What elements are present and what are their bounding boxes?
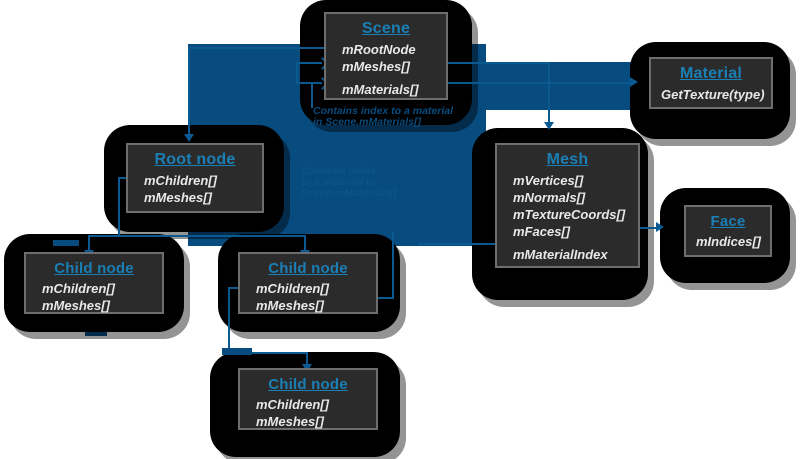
arrow-to-mesh xyxy=(544,122,554,130)
connector-mesh-drop xyxy=(548,62,550,124)
connector-into-mmaterials xyxy=(296,82,322,84)
connector-materialindex-riser xyxy=(311,84,313,108)
node-scene-field-0: mRootNode xyxy=(342,42,416,57)
connector-mmeshes-riser xyxy=(296,62,298,84)
connector-rootnode-children-v xyxy=(118,177,120,237)
node-child-node-left[interactable]: Child node mChildren[] mMeshes[] xyxy=(24,252,164,314)
node-face[interactable]: Face mIndices[] xyxy=(684,205,772,257)
node-material-title: Material xyxy=(679,65,743,82)
connector-stub-lower xyxy=(222,348,252,355)
connector-middle-children-v xyxy=(228,287,230,354)
ghost-annotation-line-3: Scene.mMaterials[] xyxy=(301,187,397,199)
connector-rootnode-drop xyxy=(188,115,190,137)
node-mesh-field-1: mNormals[] xyxy=(513,190,586,205)
arrow-to-material xyxy=(630,77,638,87)
node-root-node-title: Root node xyxy=(154,151,236,168)
node-mesh-field-4: mMaterialIndex xyxy=(513,247,608,262)
arrow-to-root-node xyxy=(184,134,194,142)
node-root-node-field-1: mMeshes[] xyxy=(144,190,212,205)
node-child-node-left-field-1: mMeshes[] xyxy=(42,298,110,313)
node-material[interactable]: Material GetTexture(type) xyxy=(649,57,773,109)
connector-scene-rootnode-h xyxy=(188,47,338,49)
node-mesh-field-2: mTextureCoords[] xyxy=(513,207,626,222)
node-child-node-middle-field-0: mChildren[] xyxy=(256,281,329,296)
node-face-title: Face xyxy=(710,213,746,230)
connector-bottom-bus xyxy=(228,352,308,354)
connector-materialindex-left xyxy=(418,243,508,245)
node-child-node-middle-field-1: mMeshes[] xyxy=(256,298,324,313)
annotation-line-1: Contains index to a material xyxy=(313,105,454,117)
node-child-node-middle[interactable]: Child node mChildren[] mMeshes[] xyxy=(238,252,378,314)
node-mesh-field-0: mVertices[] xyxy=(513,173,584,188)
connector-middle-mmeshes-riser xyxy=(392,232,394,299)
connector-bus-left-drop xyxy=(88,235,90,253)
node-mesh-title: Mesh xyxy=(546,151,589,168)
node-child-node-bottom-field-0: mChildren[] xyxy=(256,397,329,412)
annotation-line-2: in Scene.mMaterials[] xyxy=(313,116,421,128)
node-root-node-field-0: mChildren[] xyxy=(144,173,217,188)
connector-into-mmeshes xyxy=(296,62,322,64)
connector-stub-left xyxy=(53,240,79,246)
node-scene[interactable]: Scene mRootNode mMeshes[] mMaterials[] xyxy=(324,12,448,100)
connector-stub-right xyxy=(188,240,214,246)
ghost-annotation-line-1: Contains index xyxy=(301,165,377,177)
node-mesh-field-3: mFaces[] xyxy=(513,224,571,239)
node-face-field-0: mIndices[] xyxy=(696,234,762,249)
node-scene-field-2: mMaterials[] xyxy=(342,82,419,97)
node-mesh[interactable]: Mesh mVertices[] mNormals[] mTextureCoor… xyxy=(495,143,640,268)
node-child-node-bottom-title: Child node xyxy=(268,376,348,393)
node-material-field-0: GetTexture(type) xyxy=(661,87,765,102)
node-child-node-middle-title: Child node xyxy=(268,260,348,277)
ghost-annotation-line-2: to a material in xyxy=(301,176,376,188)
node-root-node[interactable]: Root node mChildren[] mMeshes[] xyxy=(126,143,264,213)
node-scene-title: Scene xyxy=(361,20,411,37)
connector-bottom-drop xyxy=(306,352,308,367)
connector-bus-right-drop xyxy=(304,235,306,253)
node-child-node-left-field-0: mChildren[] xyxy=(42,281,115,296)
annotation-material-index: Contains index to a material in Scene.mM… xyxy=(313,106,453,128)
connector-scene-mmeshes-right xyxy=(420,62,550,64)
connector-scene-rootnode-v xyxy=(188,47,190,125)
ghost-annotation: Contains index to a material in Scene.mM… xyxy=(301,166,397,199)
node-scene-field-1: mMeshes[] xyxy=(342,59,410,74)
node-child-node-bottom-field-1: mMeshes[] xyxy=(256,414,324,429)
arrow-to-face xyxy=(656,222,664,232)
connector-scene-mmaterials-right xyxy=(420,82,632,84)
node-child-node-bottom[interactable]: Child node mChildren[] mMeshes[] xyxy=(238,368,378,430)
node-child-node-left-title: Child node xyxy=(54,260,134,277)
connector-children-bus xyxy=(88,235,306,237)
